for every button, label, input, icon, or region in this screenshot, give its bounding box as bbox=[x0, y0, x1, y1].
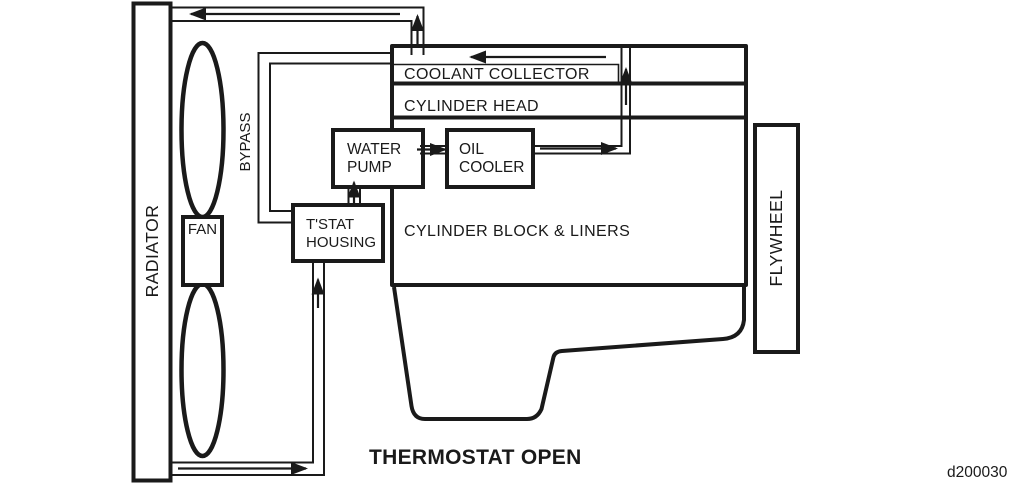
diagram-title: THERMOSTAT OPEN bbox=[369, 446, 582, 469]
coolant-collector-inset-line bbox=[392, 63, 620, 82]
cylinder-head-label: CYLINDER HEAD bbox=[404, 98, 539, 115]
water-pump-box bbox=[331, 128, 425, 189]
bypass-pipe-inner bbox=[269, 62, 392, 212]
flow-arrows bbox=[178, 7, 633, 475]
pipe-top-outer bbox=[171, 6, 425, 55]
flywheel-label: FLYWHEEL bbox=[766, 189, 786, 286]
water-pump-label-line2: PUMP bbox=[347, 159, 392, 176]
fan-blade-upper bbox=[179, 40, 226, 220]
radiator-label: RADIATOR bbox=[142, 205, 162, 298]
tstat-housing-label-line1: T'STAT bbox=[306, 216, 354, 233]
oil-pan-outline bbox=[392, 286, 746, 421]
oil-cooler-box bbox=[445, 128, 535, 189]
oil-cooler-label-line1: OIL bbox=[459, 141, 484, 158]
fan-blade-lower bbox=[179, 281, 226, 459]
coolant-collector-label: COOLANT COLLECTOR bbox=[404, 66, 590, 83]
flywheel-box bbox=[753, 123, 800, 354]
cylinder-block-label: CYLINDER BLOCK & LINERS bbox=[404, 223, 630, 240]
tstat-housing-box bbox=[291, 203, 385, 263]
tstat-housing-label-line2: HOUSING bbox=[306, 234, 376, 251]
drawing-code: d200030 bbox=[947, 464, 1008, 481]
oil-cooler-label-line2: COOLER bbox=[459, 159, 524, 176]
pipe-bottom-inner bbox=[171, 262, 314, 464]
fan-box bbox=[181, 215, 224, 287]
fan-label: FAN bbox=[188, 221, 217, 238]
water-pump-label-line1: WATER bbox=[347, 141, 401, 158]
pipe-bottom-outer bbox=[171, 262, 325, 476]
radiator-box bbox=[131, 1, 173, 483]
bypass-label: BYPASS bbox=[237, 113, 254, 172]
bypass-pipe-outer bbox=[257, 52, 392, 224]
